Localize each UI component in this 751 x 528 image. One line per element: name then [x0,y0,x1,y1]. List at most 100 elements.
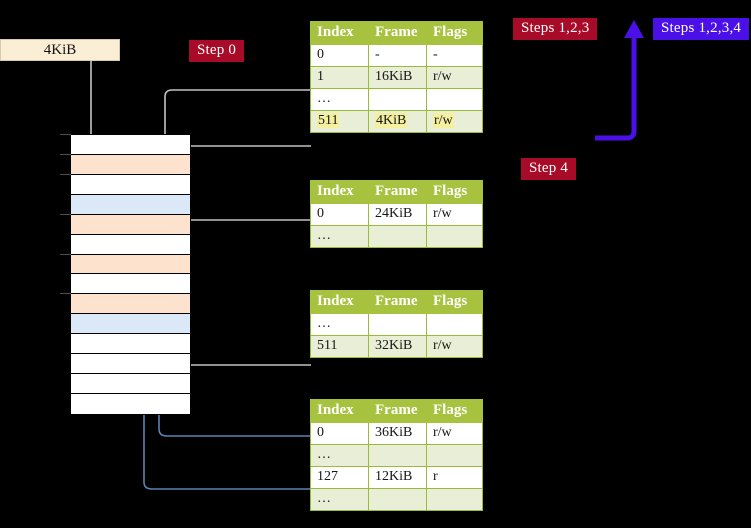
memory-frame-row [71,135,190,155]
cell-frame [368,225,427,248]
memory-frame-row [71,194,190,215]
cell-frame: 24KiB [368,203,427,226]
cell-frame: 16KiB [368,66,427,89]
column-header-flags: Flags [426,290,483,314]
column-header-frame: Frame [368,180,427,204]
badge-step-0: Step 0 [189,40,245,62]
memory-frame-row [71,354,190,375]
column-header-index: Index [310,180,369,204]
cell-frame: 32KiB [368,335,427,358]
cell-index: … [310,444,369,467]
cell-index: … [310,225,369,248]
cell-index: 127 [310,466,369,489]
cell-index: 511 [310,335,369,358]
virtual-page-box: 4KiB [0,39,120,61]
column-header-index: Index [310,21,369,45]
badge-step-4: Step 4 [521,158,577,180]
column-header-frame: Frame [368,290,427,314]
physical-memory-column [70,134,191,415]
column-header-frame: Frame [368,21,427,45]
cell-index: … [310,488,369,511]
badge-steps-123: Steps 1,2,3 [513,18,598,40]
table-row: 511 4KiB r/w [310,110,483,133]
table-row: 0-- [310,44,483,67]
cell-flags: - [426,44,483,67]
cell-index: 1 [310,66,369,89]
cell-frame: 12KiB [368,466,427,489]
table-row: … [310,88,483,111]
cell-index: … [310,88,369,111]
cell-flags: r/w [426,335,483,358]
cell-frame: - [368,44,427,67]
cell-index: 0 [310,203,369,226]
wire-l3-row511-to-memory [182,314,311,366]
cell-flags [426,444,483,467]
memory-tick [60,153,71,155]
memory-frame-row [71,334,190,355]
cell-flags [426,313,483,336]
wire-purple-bracket [595,20,644,141]
column-header-index: Index [310,290,369,314]
cell-flags: r/w [426,422,483,445]
virtual-page-label: 4KiB [43,42,77,58]
table-row: … [310,313,483,336]
cell-frame [368,488,427,511]
cell-flags [426,225,483,248]
memory-frame-row [71,214,190,235]
memory-frame-row [71,154,190,175]
cell-frame [368,444,427,467]
memory-tick [60,293,71,295]
memory-tick [60,173,71,175]
cell-index: 0 [310,44,369,67]
memory-tick [60,134,71,135]
table-row: … [310,488,483,511]
memory-frame-row [71,374,190,394]
cell-frame: 4KiB [368,110,427,133]
memory-tick [60,253,71,255]
highlighted-value: r/w [433,113,454,128]
table-row: … [310,225,483,248]
memory-frame-row [71,393,190,414]
wire-l1-row511-to-memory [182,145,311,217]
table-row: … [310,444,483,467]
memory-frame-row [71,234,190,255]
memory-frame-row [71,174,190,195]
cell-index: 0 [310,422,369,445]
cell-flags: r/w [426,203,483,226]
memory-frame-row [71,314,190,335]
column-header-frame: Frame [368,399,427,423]
cell-frame: 36KiB [368,422,427,445]
memory-frame-row [71,274,190,295]
cell-frame [368,313,427,336]
highlighted-value: 511 [317,113,340,128]
cell-index: 511 [310,110,369,133]
column-header-flags: Flags [426,180,483,204]
wire-l2-row0-to-memory [182,219,311,257]
cell-flags: r [426,466,483,489]
memory-tick [60,213,71,215]
memory-frame-row [71,254,190,275]
cell-flags [426,488,483,511]
cell-frame [368,88,427,111]
column-header-flags: Flags [426,21,483,45]
highlighted-value: 4KiB [375,113,408,128]
cell-flags [426,88,483,111]
column-header-index: Index [310,399,369,423]
cell-flags: r/w [426,110,483,133]
cell-flags: r/w [426,66,483,89]
cell-index: … [310,313,369,336]
